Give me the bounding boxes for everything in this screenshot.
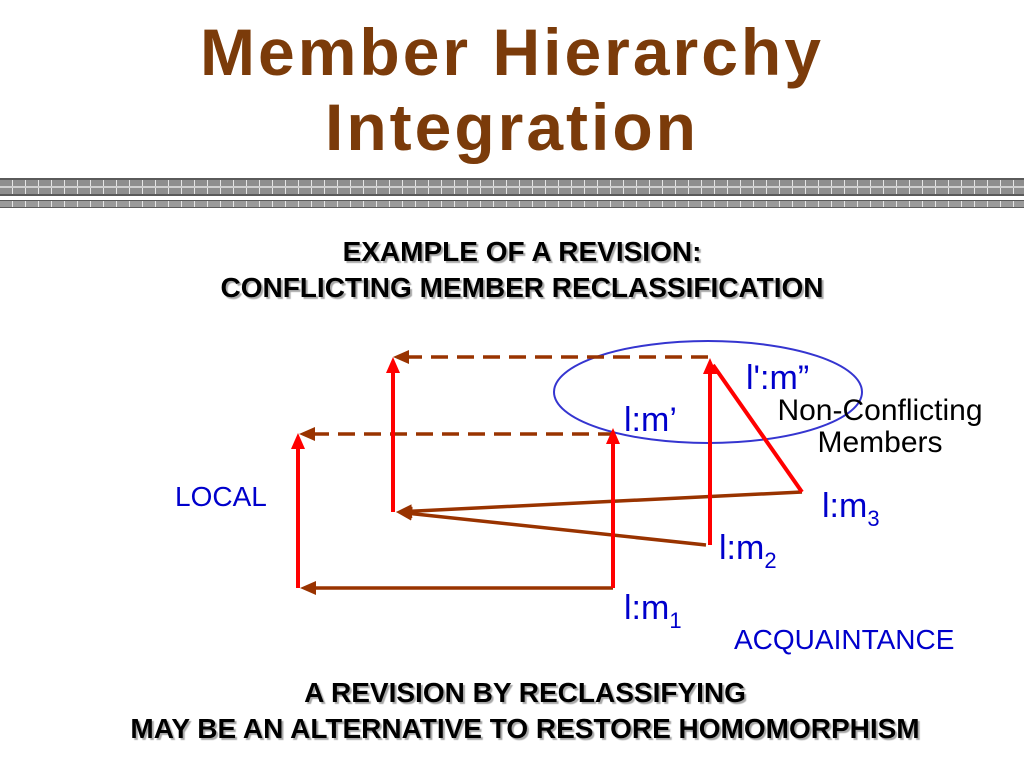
member-label-m1-text: l:m bbox=[624, 589, 670, 627]
subtitle-line2: CONFLICTING MEMBER RECLASSIFICATION bbox=[220, 272, 824, 303]
member-label-m3-subscript: 3 bbox=[867, 506, 880, 531]
member-label-m-prime: l:m’ bbox=[624, 401, 677, 439]
rollup-line-m3-to-m-double-prime bbox=[711, 363, 804, 494]
member-label-m2-subscript: 2 bbox=[764, 548, 777, 573]
member-label-m2: l:m2 bbox=[719, 529, 777, 572]
annotation-line2: Members bbox=[817, 426, 943, 459]
footer-line1: A REVISION BY RECLASSIFYING bbox=[304, 677, 746, 708]
member-label-m-double-prime-text: l':m” bbox=[746, 359, 810, 397]
slide-title: Member Hierarchy Integration bbox=[0, 15, 1024, 165]
decorative-band-upper bbox=[0, 178, 1024, 196]
subtitle: EXAMPLE OF A REVISION: CONFLICTING MEMBE… bbox=[0, 234, 1024, 306]
member-label-m1: l:m1 bbox=[624, 589, 682, 632]
member-label-m1-subscript: 1 bbox=[669, 608, 682, 633]
arrow-m3-to-local bbox=[396, 490, 803, 519]
decorative-band-lower bbox=[0, 200, 1024, 208]
member-label-m3: l:m3 bbox=[822, 487, 880, 530]
subtitle-line1: EXAMPLE OF A REVISION: bbox=[342, 236, 702, 267]
acquaintance-hierarchy-label: ACQUAINTANCE bbox=[734, 624, 955, 655]
slide-title-line2: Integration bbox=[325, 90, 699, 164]
footer-caption: A REVISION BY RECLASSIFYING MAY BE AN AL… bbox=[0, 675, 1024, 747]
member-label-m-double-prime: l':m” bbox=[746, 359, 809, 397]
member-label-m-prime-text: l:m’ bbox=[624, 401, 677, 439]
slide-title-line1: Member Hierarchy bbox=[200, 15, 824, 89]
footer-line2: MAY BE AN ALTERNATIVE TO RESTORE HOMOMOR… bbox=[130, 713, 920, 744]
member-label-m2-text: l:m bbox=[719, 529, 765, 567]
non-conflicting-annotation: Non-Conflicting Members bbox=[760, 395, 1000, 459]
annotation-line1: Non-Conflicting bbox=[777, 394, 983, 427]
arrow-m2-to-local bbox=[396, 506, 707, 547]
local-hierarchy-label: LOCAL bbox=[175, 481, 267, 512]
member-label-m3-text: l:m bbox=[822, 487, 868, 525]
